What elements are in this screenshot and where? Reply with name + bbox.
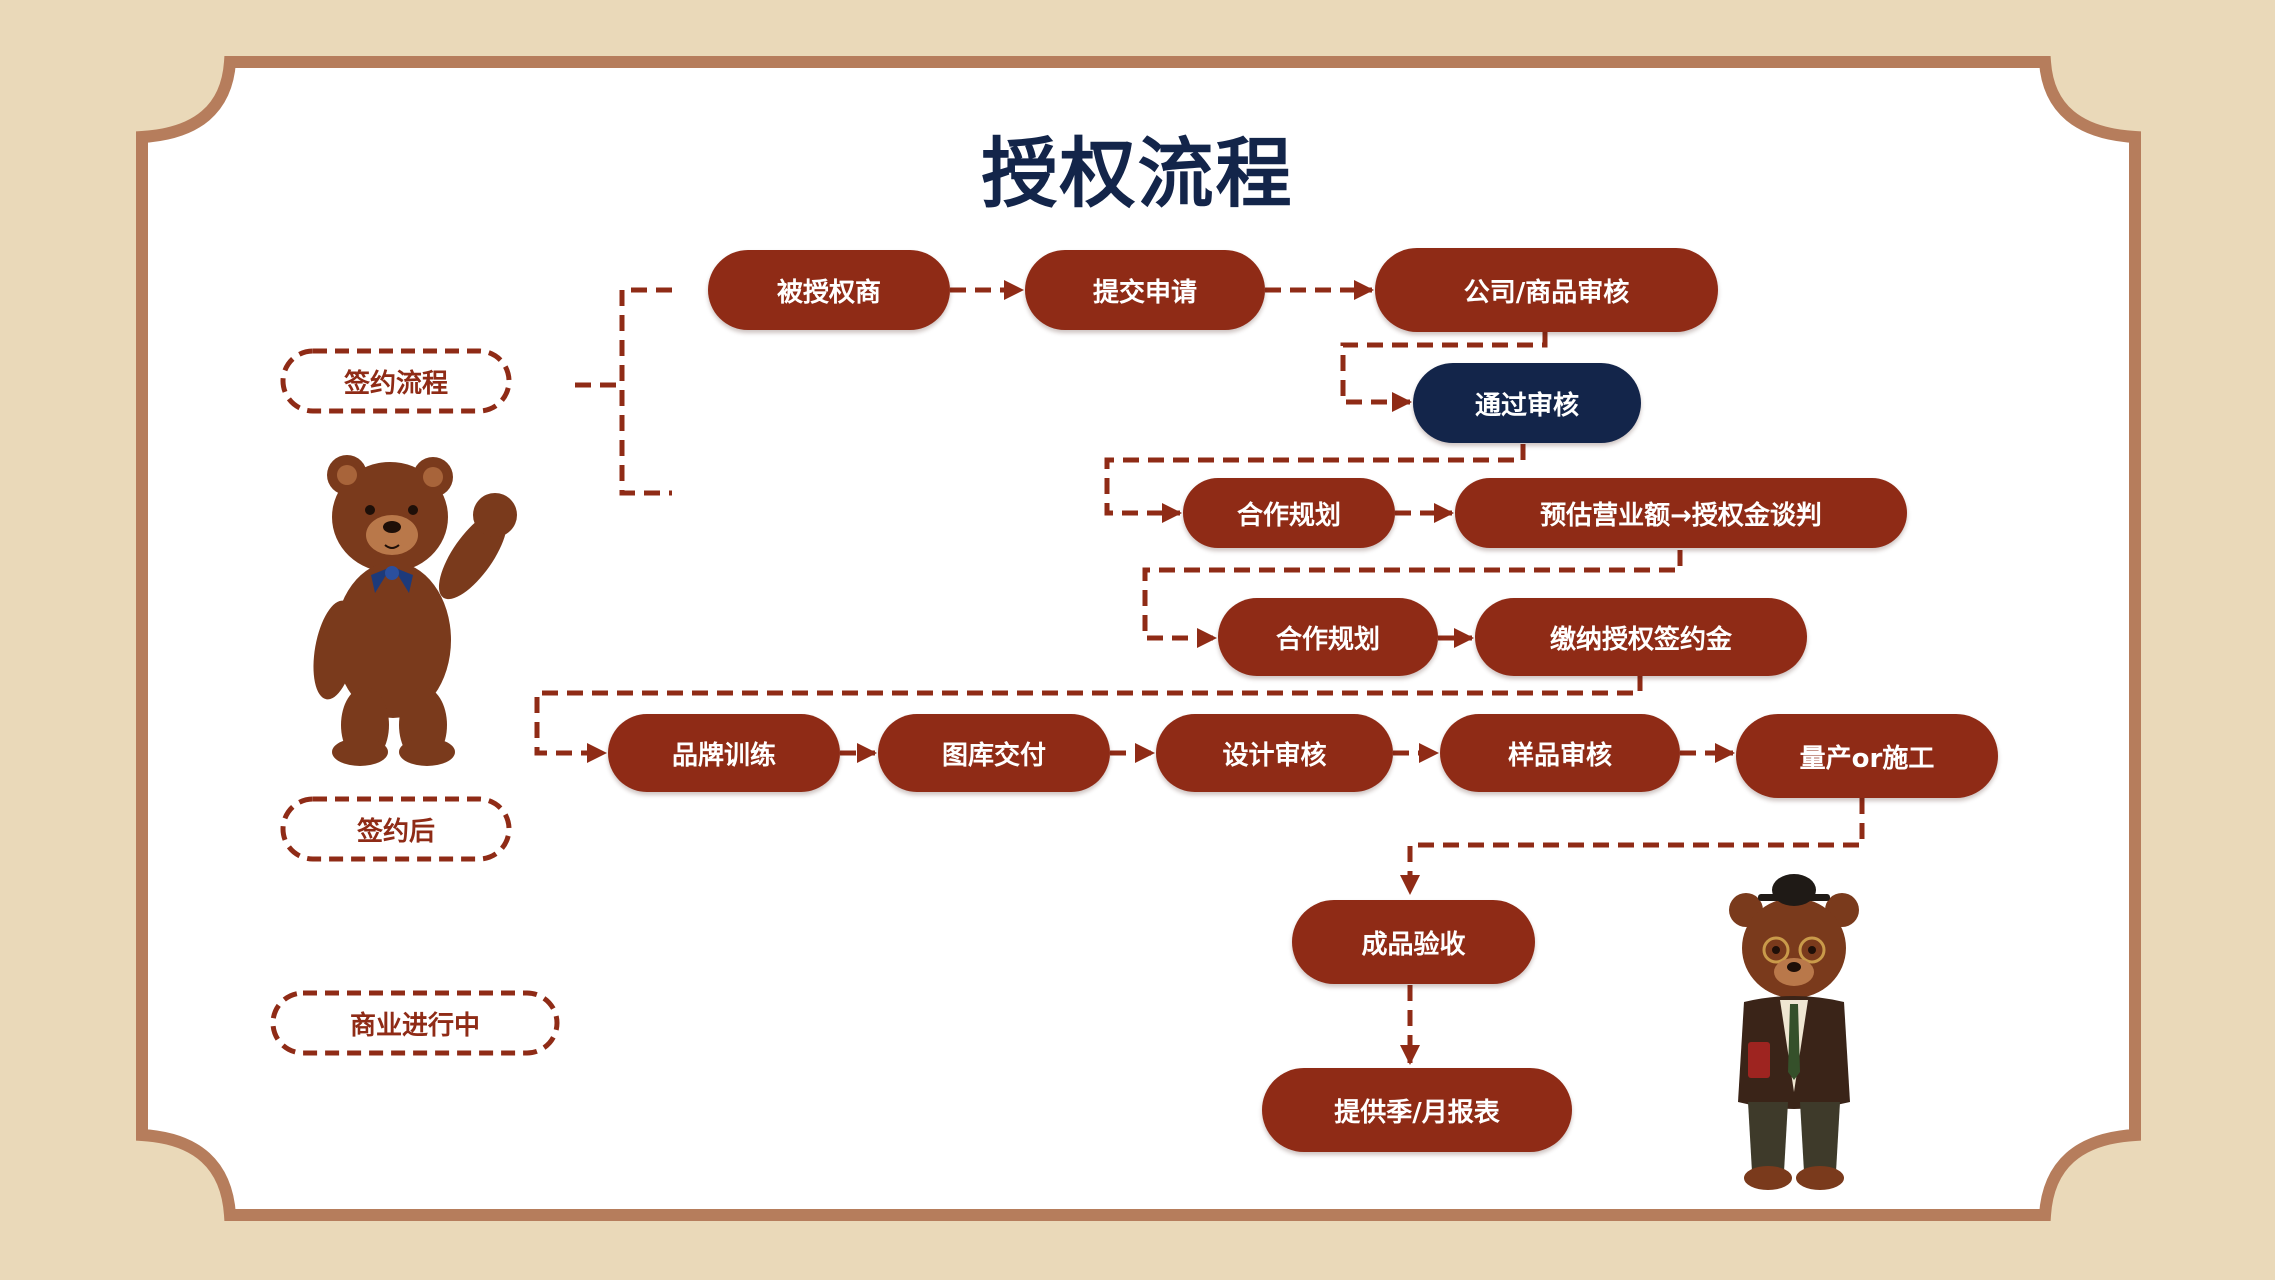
step-sample-review[interactable]: 样品审核 <box>1440 714 1680 792</box>
stage-after-signing-label: 签约后 <box>356 816 435 847</box>
arrow-review-approved <box>1340 332 1548 412</box>
bracket-connector <box>619 287 672 496</box>
stage-signing: 签约流程 <box>280 348 512 414</box>
stage-after-signing: 签约后 <box>280 796 512 862</box>
step-licensee[interactable]: 被授权商 <box>708 250 950 330</box>
arrow-approved-plan1 <box>1104 444 1526 523</box>
step-gallery-delivery[interactable]: 图库交付 <box>878 714 1110 792</box>
stage-signing-label: 签约流程 <box>343 368 448 399</box>
stage-in-business: 商业进行中 <box>270 990 560 1056</box>
arrow-deposit-training <box>534 675 1643 763</box>
step-mass-production[interactable]: 量产or施工 <box>1736 714 1998 798</box>
stage-in-business-label: 商业进行中 <box>349 1010 480 1041</box>
step-approved[interactable]: 通过审核 <box>1413 363 1641 443</box>
step-cooperation-planning-2[interactable]: 合作规划 <box>1218 598 1438 676</box>
gentleman-teddy-bear-icon <box>1729 874 1859 1190</box>
step-product-acceptance[interactable]: 成品验收 <box>1292 900 1535 984</box>
step-revenue-estimate[interactable]: 预估营业额→授权金谈判 <box>1455 478 1907 548</box>
arrow-estimate-plan2 <box>1142 550 1683 648</box>
step-submit-application[interactable]: 提交申请 <box>1025 250 1265 330</box>
step-cooperation-planning-1[interactable]: 合作规划 <box>1183 478 1395 548</box>
step-brand-training[interactable]: 品牌训练 <box>608 714 840 792</box>
page-title: 授权流程 <box>981 129 1294 218</box>
step-design-review[interactable]: 设计审核 <box>1156 714 1393 792</box>
step-provide-report[interactable]: 提供季/月报表 <box>1262 1068 1572 1152</box>
waving-teddy-bear-icon <box>313 455 517 766</box>
step-pay-deposit[interactable]: 缴纳授权签约金 <box>1475 598 1807 676</box>
step-company-product-review[interactable]: 公司/商品审核 <box>1375 248 1718 332</box>
